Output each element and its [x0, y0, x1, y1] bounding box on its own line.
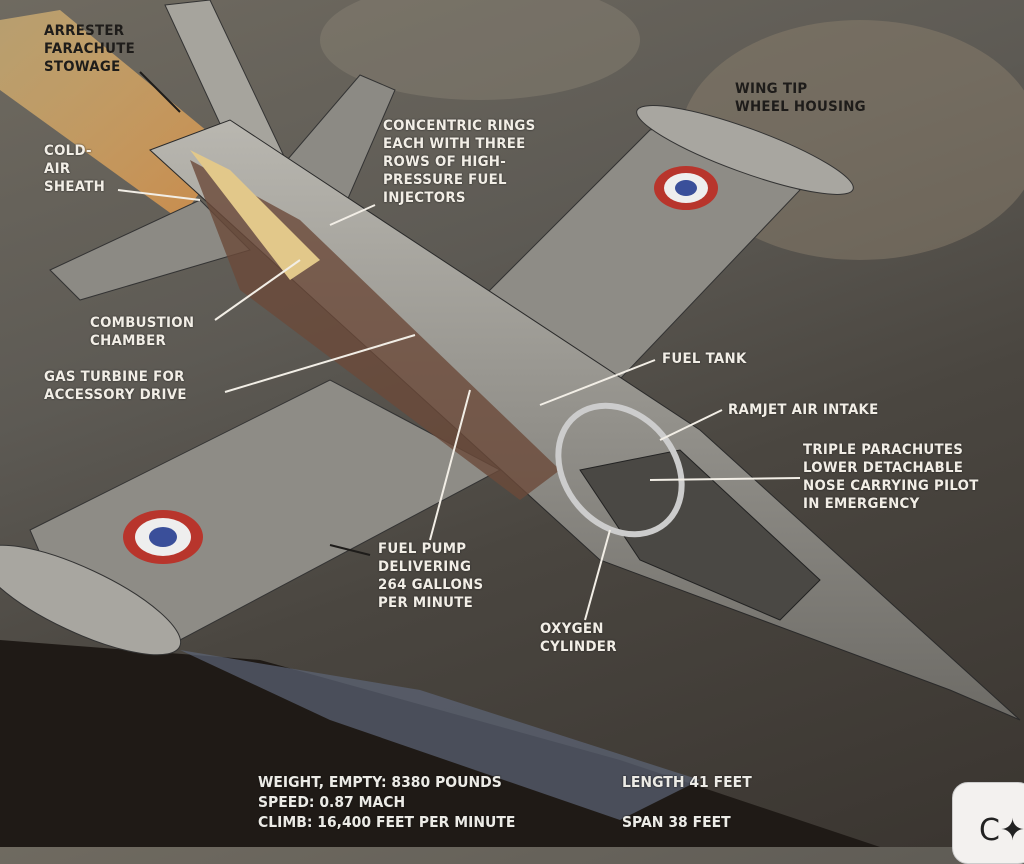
- label-fuel-pump: FUEL PUMP DELIVERING 264 GALLONS PER MIN…: [378, 541, 484, 611]
- label-fuel-tank: FUEL TANK: [662, 351, 747, 367]
- label-arrester-parachute-stowage: ARRESTER FARACHUTE STOWAGE: [44, 23, 135, 75]
- label-cold-air-sheath: COLD- AIR SHEATH: [44, 143, 106, 195]
- leader-lines: [117, 189, 801, 621]
- stat-length: LENGTH 41 FEET: [622, 773, 752, 791]
- nose-cutaway: [579, 449, 821, 621]
- label-oxygen-cylinder: OXYGEN CYLINDER: [540, 621, 617, 655]
- wing-tip-housing-left: [0, 544, 182, 656]
- stat-weight: WEIGHT, EMPTY: 8380 POUNDS: [258, 773, 502, 791]
- stats-block: WEIGHT, EMPTY: 8380 POUNDS SPEED: 0.87 M…: [258, 772, 515, 832]
- leader-lines-dark: [139, 71, 371, 556]
- label-gas-turbine: GAS TURBINE FOR ACCESSORY DRIVE: [44, 369, 187, 403]
- wing-tip-housing-right: [636, 105, 854, 195]
- roundel-left: [123, 510, 203, 564]
- lens-search-button[interactable]: C✦: [952, 782, 1024, 864]
- stat-speed: SPEED: 0.87 MACH: [258, 793, 406, 811]
- roundel-right: [654, 166, 718, 210]
- ground-field: [180, 650, 700, 820]
- stat-climb: CLIMB: 16,400 FEET PER MINUTE: [258, 813, 516, 831]
- label-concentric-rings: CONCENTRIC RINGS EACH WITH THREE ROWS OF…: [383, 118, 536, 206]
- cloud: [320, 0, 640, 100]
- flame-core: [190, 150, 320, 280]
- ramjet-intake-ring: [555, 402, 685, 538]
- lens-search-icon: C✦: [979, 813, 1024, 848]
- label-combustion-chamber: COMBUSTION CHAMBER: [90, 315, 195, 349]
- label-ramjet-air-intake: RAMJET AIR INTAKE: [728, 402, 879, 418]
- label-triple-parachutes: TRIPLE PARACHUTES LOWER DETACHABLE NOSE …: [803, 442, 979, 512]
- label-wing-tip-wheel-housing: WING TIP WHEEL HOUSING: [735, 81, 866, 115]
- stat-span: SPAN 38 FEET: [622, 813, 731, 831]
